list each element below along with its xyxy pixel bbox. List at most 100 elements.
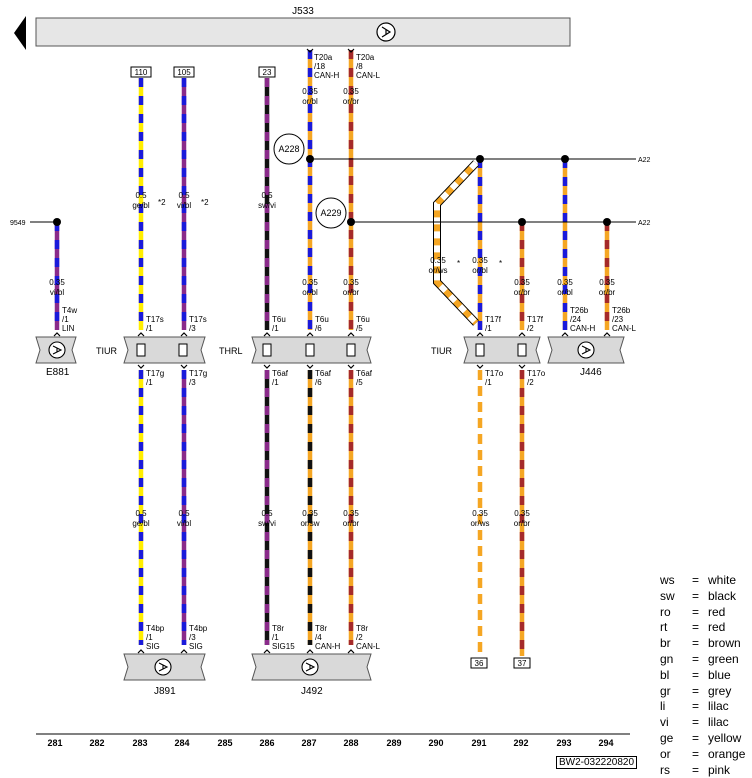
conn-t17f2-code: T17f (527, 315, 544, 324)
legend-equals: = (692, 667, 700, 682)
legend-code: ws (660, 573, 675, 587)
wire-label-w292a-size: 0.35 (514, 278, 530, 287)
component-box-j891[interactable] (123, 653, 206, 681)
connector-bar-thrl[interactable] (251, 336, 372, 364)
column-number: 286 (259, 738, 274, 748)
pin-arrow (476, 364, 484, 369)
column-number: 288 (343, 738, 358, 748)
conn-t17g3-pin: /3 (189, 378, 196, 387)
conn-t17g1-pin: /1 (146, 378, 153, 387)
pin-arrow (518, 364, 526, 369)
conn-t6af1-pin: /1 (272, 378, 279, 387)
wire-label-w291b-color: or/ws (470, 519, 489, 528)
wire-label-w293-size: 0.35 (557, 278, 573, 287)
footnote-star-a: * (457, 259, 460, 268)
wire-label-w286b-color: sw/vi (258, 519, 276, 528)
component-j891[interactable]: J891 (154, 686, 176, 697)
conn-t17f1-pin: /1 (485, 324, 492, 333)
page-back-arrow[interactable] (14, 16, 26, 50)
legend-meaning: pink (708, 762, 731, 777)
conn-t17o1-code: T17o (485, 369, 504, 378)
pin-arrow (603, 332, 611, 337)
wire-label-w293-color: or/bl (557, 288, 573, 297)
connector-bar-j446[interactable] (547, 336, 625, 364)
legend-row: bl=blue (660, 668, 752, 684)
wire-label-w281-color: vi/bl (50, 288, 64, 297)
component-j492[interactable]: J492 (301, 686, 323, 697)
ref-110: 110 (135, 68, 148, 77)
pin-arrow (306, 364, 314, 369)
pin-arrow (263, 649, 271, 654)
column-number: 287 (301, 738, 316, 748)
conn-t4w-code: T4w (62, 306, 77, 315)
column-number: 282 (89, 738, 104, 748)
junction-dots (53, 155, 611, 226)
legend-row: ro=red (660, 605, 752, 621)
conn-t17s1-pin: /1 (146, 324, 153, 333)
pin-arrow (137, 649, 145, 654)
wire-label-w292b-color: or/br (514, 519, 531, 528)
conn-t6u5-pin: /5 (356, 324, 363, 333)
conn-t4bp3-pin: /3 (189, 633, 196, 642)
conn-t6af5-code: T6af (356, 369, 373, 378)
column-number: 292 (513, 738, 528, 748)
conn-t17f2-pin: /2 (527, 324, 534, 333)
connector-bar-tiur-right[interactable] (463, 336, 541, 364)
wire-label-w288a-color: or/br (343, 97, 360, 106)
legend-row: li=lilac (660, 699, 752, 715)
legend-meaning: green (708, 651, 739, 666)
component-e881[interactable]: E881 (46, 367, 70, 378)
pin-arrow (137, 332, 145, 337)
conn-t17g3-code: T17g (189, 369, 207, 378)
component-j446[interactable]: J446 (580, 367, 602, 378)
connector-bar-tiur-left[interactable] (123, 336, 206, 364)
component-box-j492[interactable] (251, 653, 372, 681)
conn-t4bp3-code: T4bp (189, 624, 208, 633)
wire-label-w283a-color: ge/bl (132, 201, 150, 210)
pin-arrow (476, 332, 484, 337)
conn-t6u5-code: T6u (356, 315, 370, 324)
pin-arrow (347, 649, 355, 654)
coupling-tiur-left: TIUR (96, 346, 117, 356)
legend-meaning: red (708, 620, 726, 635)
conn-t17s3-pin: /3 (189, 324, 196, 333)
splice-a229-circle[interactable] (315, 197, 347, 229)
legend-code: rt (660, 620, 668, 635)
legend-code: sw (660, 588, 675, 603)
conn-t26b23-signal: CAN-L (612, 324, 637, 333)
wire-label-w286a-color: sw/vi (258, 201, 276, 210)
wire-label-w291a-color: or/bl (472, 266, 488, 275)
conn-t17g1-code: T17g (146, 369, 164, 378)
conn-t6u6-pin: /6 (315, 324, 322, 333)
conn-t4bp1-code: T4bp (146, 624, 165, 633)
ref-boxes (130, 66, 531, 669)
wire-label-w288b-size: 0.35 (343, 278, 359, 287)
conn-t8r1-pin: /1 (272, 633, 279, 642)
wire-label-w281-size: 0.35 (49, 278, 65, 287)
wire-label-w284b-size: 0.5 (178, 509, 190, 518)
document-id: BW2-032220820 (556, 756, 638, 769)
conn-t17o1-pin: /1 (485, 378, 492, 387)
legend-code: ge (660, 730, 674, 745)
legend-row: sw=black (660, 589, 752, 605)
ref-36: 36 (475, 659, 484, 668)
wire-label-w294-color: or/br (599, 288, 616, 297)
connector-bar-e881[interactable] (35, 336, 77, 364)
edge-ref-a229: A22 (638, 220, 651, 227)
wire-label-w287a-color: or/bl (302, 97, 318, 106)
column-number: 284 (174, 738, 189, 748)
legend-equals: = (692, 715, 700, 730)
footnote-283: *2 (158, 198, 166, 207)
column-number: 281 (47, 738, 62, 748)
legend-code: gn (660, 651, 674, 666)
legend-code: ro (660, 604, 671, 619)
wire-label-w288c-size: 0.35 (343, 509, 359, 518)
conn-t4bp1-pin: /1 (146, 633, 153, 642)
conn-t17f1-code: T17f (485, 315, 502, 324)
column-number: 291 (471, 738, 486, 748)
conn-t4bp1-signal: SIG (146, 642, 160, 651)
splice-a228-circle[interactable] (273, 133, 305, 165)
wire-290-diagonal[interactable] (433, 160, 479, 326)
